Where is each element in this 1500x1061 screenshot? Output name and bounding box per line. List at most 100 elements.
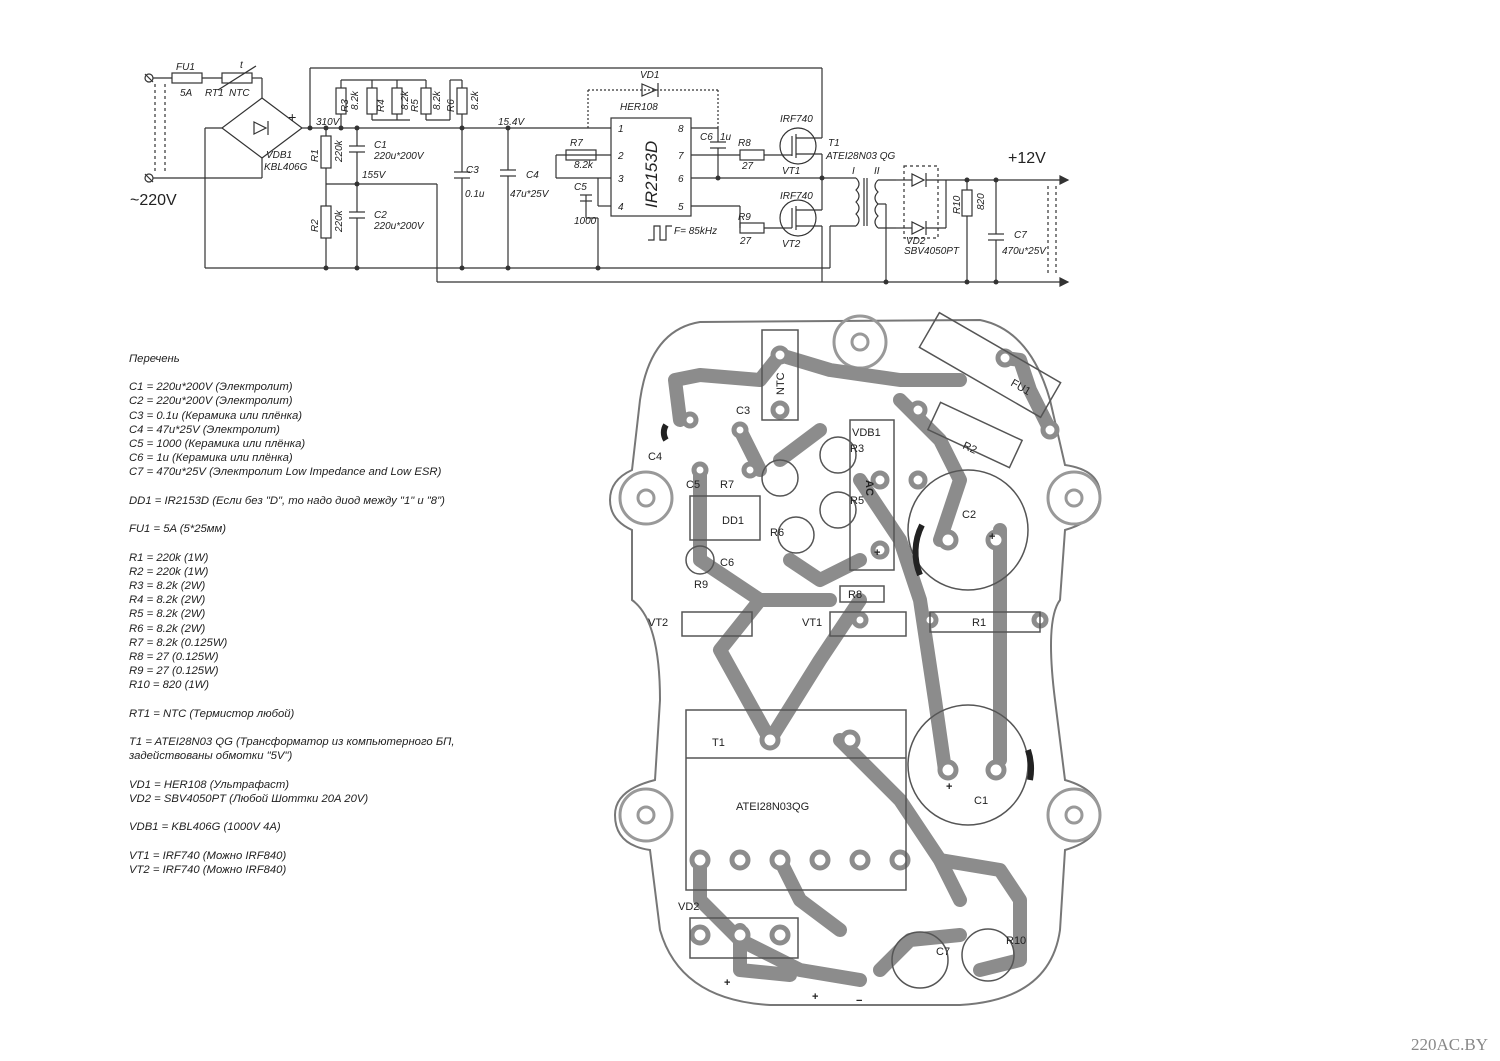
r2-value: 220k [334, 209, 345, 233]
r10-value: 820 [976, 193, 987, 210]
parts-list-item: C5 = 1000 (Керамика или плёнка) [129, 438, 306, 451]
circuit-schematic: ~220V +12V FU1 5A RT1 NTC t VDB1 KBL406G… [130, 60, 1070, 287]
pcb-c4-label: C4 [648, 451, 662, 463]
t1-value: ATEI28N03 QG [825, 151, 896, 162]
c5-label: C5 [574, 182, 587, 193]
parts-list-item: R1 = 220k (1W) [129, 551, 209, 564]
c4-label: C4 [526, 170, 539, 181]
pcb-c7-label: C7 [936, 946, 950, 958]
pin-3: 3 [618, 174, 624, 185]
ntc-footprint [761, 329, 799, 421]
parts-list-item: R10 = 820 (1W) [129, 679, 210, 692]
rt1-value: NTC [229, 88, 250, 99]
pcb-r10-label: R10 [1006, 935, 1026, 947]
parts-list-item: C7 = 470u*25V (Электролит Low Impedance … [129, 466, 442, 479]
pcb-r2-label: R2 [961, 440, 979, 457]
pcb-r1-label: R1 [972, 617, 986, 629]
pcb-out-plus-small: + [724, 977, 730, 989]
r7-value: 8.2k [574, 160, 594, 171]
pin-5: 5 [678, 202, 684, 213]
r9-value: 27 [739, 236, 752, 247]
pin-4: 4 [618, 202, 624, 213]
output-voltage-label: +12V [1008, 150, 1046, 167]
c3-label: C3 [466, 165, 479, 176]
parts-list-item: R9 = 27 (0.125W) [129, 665, 219, 678]
parts-list-item: DD1 = IR2153D (Если без "D", то надо дио… [129, 494, 445, 507]
parts-list-item: C6 = 1u (Керамика или плёнка) [129, 452, 293, 465]
parts-list-item: задействованы обмотки "5V") [129, 750, 293, 763]
pin-1: 1 [618, 124, 624, 135]
c7-label: C7 [1014, 230, 1027, 241]
vt2-label: VT2 [782, 239, 801, 250]
pcb-ntc-label: NTC [775, 372, 787, 395]
r8-value: 27 [741, 161, 754, 172]
parts-list-item: T1 = ATEI28N03 QG (Трансформатор из комп… [129, 736, 455, 749]
input-voltage-label: ~220V [130, 192, 177, 209]
frequency-label: F= 85kHz [674, 226, 717, 237]
pcb-ac-label: AC [863, 480, 875, 496]
parts-list-item: R2 = 220k (1W) [129, 565, 209, 578]
parts-list-title: Перечень [129, 353, 180, 365]
v155-label: 155V [362, 170, 387, 181]
fu1-value: 5A [180, 88, 193, 99]
fu1-label: FU1 [176, 62, 195, 73]
parts-list-item: VD1 = HER108 (Ультрафаст) [129, 778, 289, 791]
pcb-out-minus: − [856, 995, 862, 1007]
parts-list-item: R6 = 8.2k (2W) [129, 622, 206, 635]
c4-value: 47u*25V [510, 189, 550, 200]
c7-value: 470u*25V [1002, 246, 1047, 257]
parts-list-item: VDB1 = KBL406G (1000V 4A) [129, 821, 281, 834]
winding-i: I [852, 166, 855, 177]
v15-label: 15.4V [498, 117, 525, 128]
bridge-plus: + [288, 109, 296, 125]
pcb-t1-label: T1 [712, 737, 725, 749]
r1-label: R1 [310, 149, 321, 162]
pin-2: 2 [617, 151, 624, 162]
r4-label: R4 [376, 99, 387, 112]
irf740-top: IRF740 [780, 114, 813, 125]
r6-value: 8.2k [470, 90, 481, 110]
r2-label: R2 [310, 219, 321, 232]
c2-value: 220u*200V [373, 221, 425, 232]
pcb-r7-label: R7 [720, 479, 734, 491]
pcb-r6-label: R6 [770, 527, 784, 539]
pcb-vt1-label: VT1 [802, 617, 822, 629]
vd2-label: VD2 [906, 236, 926, 247]
vdb1-label: VDB1 [266, 150, 292, 161]
parts-list-item: C1 = 220u*200V (Электролит) [129, 381, 293, 394]
parts-list-item: R8 = 27 (0.125W) [129, 651, 219, 664]
vd1-value: HER108 [620, 102, 658, 113]
r5-value: 8.2k [432, 90, 443, 110]
pcb-c2-plus: + [989, 531, 995, 543]
pcb-vt2-label: VT2 [648, 617, 668, 629]
pcb-r9-label: R9 [694, 579, 708, 591]
r8-label: R8 [738, 138, 751, 149]
r1-value: 220k [334, 139, 345, 163]
r7-label: R7 [570, 138, 583, 149]
r4-value: 8.2k [400, 90, 411, 110]
pcb-c2-label: C2 [962, 509, 976, 521]
c1-label: C1 [374, 140, 387, 151]
pcb-c5-label: C5 [686, 479, 700, 491]
c2-label: C2 [374, 210, 387, 221]
pin-6: 6 [678, 174, 684, 185]
pcb-bridge-plus: + [874, 547, 880, 559]
pin-7: 7 [678, 151, 684, 162]
pcb-c6-label: C6 [720, 557, 734, 569]
parts-list: Перечень C1 = 220u*200V (Электролит)C2 =… [129, 352, 549, 877]
parts-list-item: C2 = 220u*200V (Электролит) [129, 395, 293, 408]
parts-list-item: C4 = 47u*25V (Электролит) [129, 423, 280, 436]
pcb-c1-plus: + [946, 781, 952, 793]
c6-value: 1u [720, 132, 732, 143]
r3-value: 8.2k [350, 90, 361, 110]
r9-label: R9 [738, 212, 751, 223]
pcb-vd2-label: VD2 [678, 901, 699, 913]
r10-label: R10 [952, 195, 963, 214]
parts-list-groups: C1 = 220u*200V (Электролит)C2 = 220u*200… [129, 380, 549, 877]
r3-label: R3 [340, 99, 351, 112]
irf740-bottom: IRF740 [780, 191, 813, 202]
pin-8: 8 [678, 124, 684, 135]
parts-list-item: R3 = 8.2k (2W) [129, 580, 206, 592]
t1-label: T1 [828, 138, 840, 149]
